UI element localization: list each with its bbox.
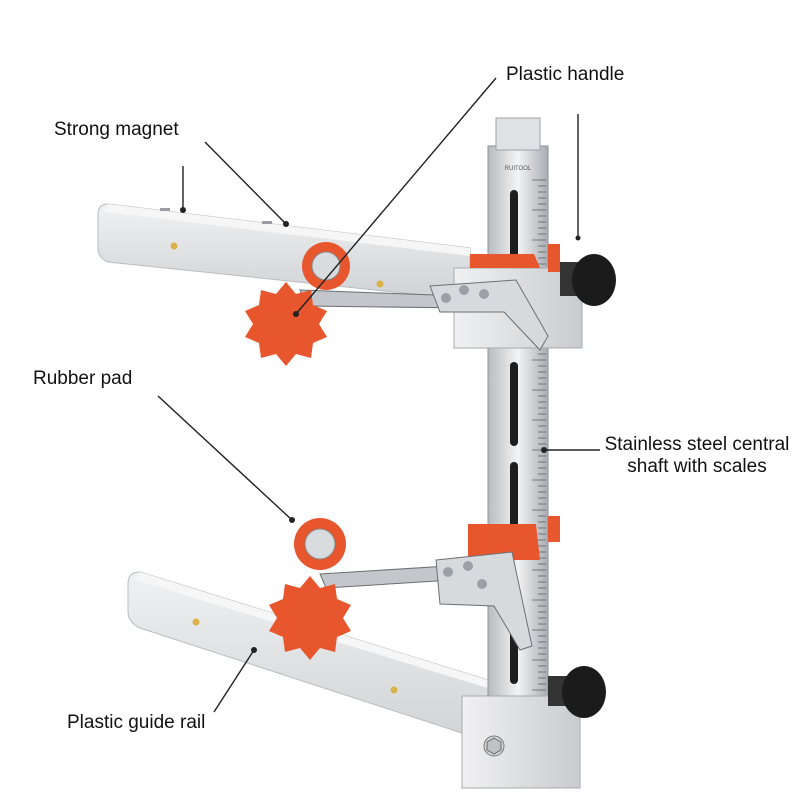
upper-star-knob xyxy=(245,282,327,366)
leader-guide-rail xyxy=(213,649,255,713)
upper-toggle-clamp xyxy=(245,242,549,366)
lower-star-knob xyxy=(269,576,351,660)
leader-plastic-handle-2 xyxy=(295,77,497,315)
shaft-top-cap xyxy=(495,117,541,151)
rail-screw xyxy=(390,686,398,694)
upper-handle-knob xyxy=(560,254,616,306)
label-strong-magnet: Strong magnet xyxy=(54,119,179,140)
label-steel-shaft-line2: shaft with scales xyxy=(627,456,767,477)
leader-lines xyxy=(157,77,600,713)
label-steel-shaft: Stainless steel central shaft with scale… xyxy=(601,434,793,478)
rail-screw xyxy=(192,618,200,626)
lower-toggle-clamp xyxy=(269,518,533,660)
leader-strong-magnet-2 xyxy=(204,141,287,225)
label-plastic-handle: Plastic handle xyxy=(506,64,625,85)
upper-guide-rail xyxy=(97,203,471,301)
leader-dots xyxy=(180,207,581,653)
lower-lock-knob xyxy=(548,666,606,718)
scale-brand: RUITOOL xyxy=(505,166,532,172)
rail-screw xyxy=(170,242,178,250)
bottom-base-block xyxy=(461,695,581,789)
label-plastic-guide-rail: Plastic guide rail xyxy=(67,712,206,733)
lower-slider-block xyxy=(468,516,560,560)
rail-screw xyxy=(376,280,384,288)
label-rubber-pad: Rubber pad xyxy=(33,368,133,389)
label-steel-shaft-line1: Stainless steel central xyxy=(604,434,790,455)
leader-rubber-pad xyxy=(157,395,293,521)
